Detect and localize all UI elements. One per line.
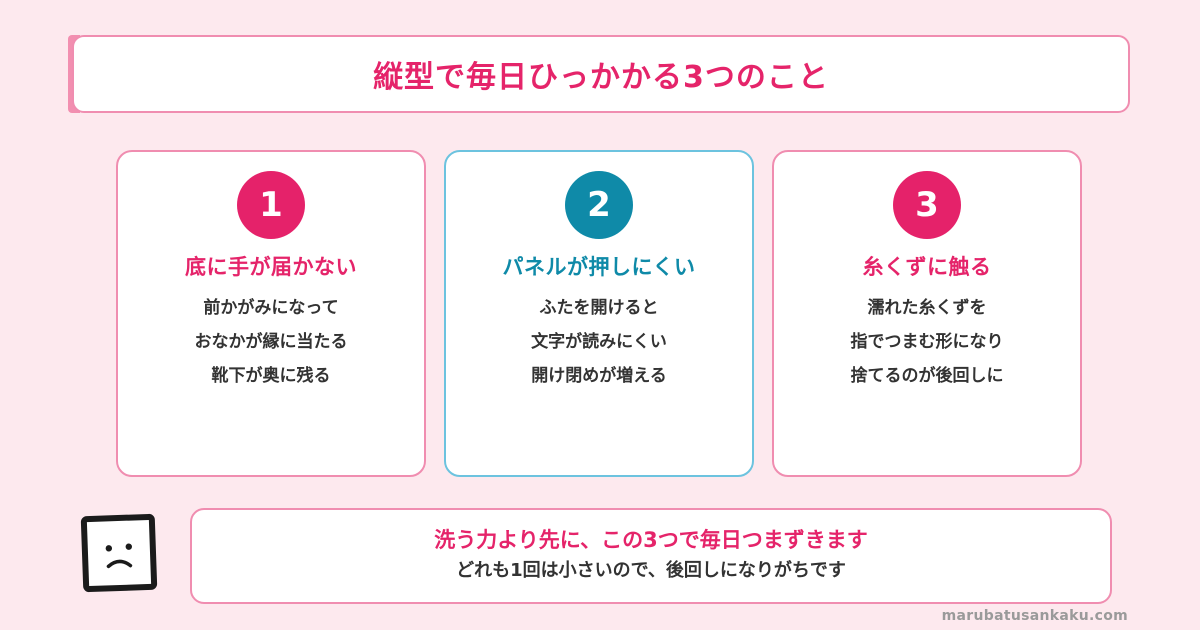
message-sub: どれも1回は小さいので、後回しになりがちです [456, 560, 846, 581]
card-3: 3 糸くずに触る 濡れた糸くずを 指でつまむ形になり 捨てるのが後回しに [772, 150, 1082, 477]
card-number-badge: 3 [893, 171, 961, 239]
card-description: 前かがみになって おなかが縁に当たる 靴下が奥に残る [118, 291, 424, 393]
card-heading: 底に手が届かない [185, 255, 357, 279]
card-1: 1 底に手が届かない 前かがみになって おなかが縁に当たる 靴下が奥に残る [116, 150, 426, 477]
card-line: 前かがみになって [203, 298, 339, 318]
card-2: 2 パネルが押しにくい ふたを開けると 文字が読みにくい 開け閉めが増える [444, 150, 754, 477]
card-heading: パネルが押しにくい [502, 255, 696, 279]
message-bubble: 洗う力より先に、この3つで毎日つまずきます どれも1回は小さいので、後回しになり… [190, 508, 1112, 604]
title-banner: 縦型で毎日ひっかかる3つのこと [72, 35, 1130, 113]
card-line: 指でつまむ形になり [850, 332, 1004, 352]
card-number-badge: 1 [237, 171, 305, 239]
card-description: ふたを開けると 文字が読みにくい 開け閉めが増える [446, 291, 752, 393]
card-line: ふたを開けると [539, 298, 659, 318]
sad-face-icon [80, 513, 158, 593]
card-line: おなかが縁に当たる [194, 332, 348, 352]
card-line: 捨てるのが後回しに [850, 366, 1004, 386]
site-url: marubatusankaku.com [941, 608, 1128, 624]
card-line: 濡れた糸くずを [867, 298, 987, 318]
card-line: 開け閉めが増える [531, 366, 667, 386]
card-number-badge: 2 [565, 171, 633, 239]
page-title: 縦型で毎日ひっかかる3つのこと [373, 60, 829, 95]
card-description: 濡れた糸くずを 指でつまむ形になり 捨てるのが後回しに [774, 291, 1080, 393]
message-main: 洗う力より先に、この3つで毎日つまずきます [434, 528, 868, 552]
card-line: 文字が読みにくい [531, 332, 667, 352]
card-heading: 糸くずに触る [862, 255, 992, 279]
card-line: 靴下が奥に残る [211, 366, 331, 386]
